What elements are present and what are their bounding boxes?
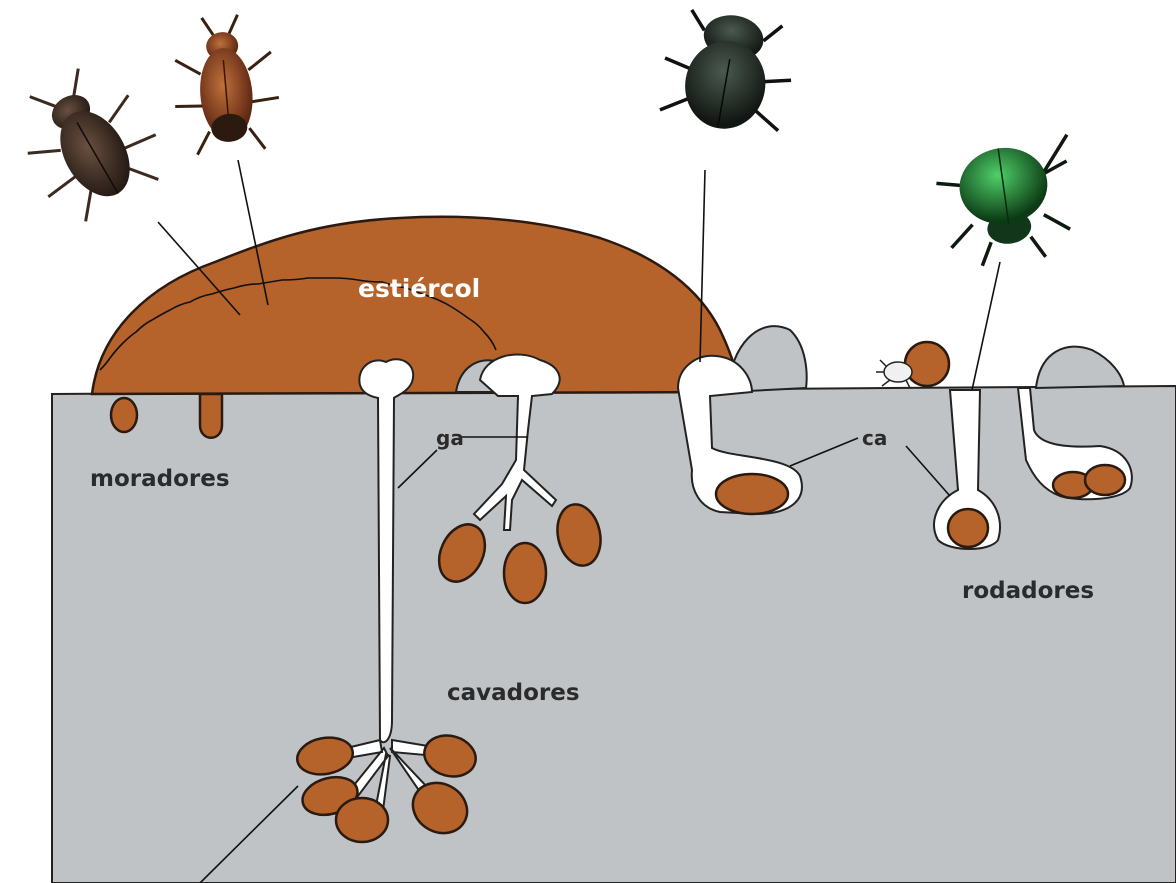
shallow-brood-ball-2 bbox=[504, 543, 546, 603]
soil-layer bbox=[52, 386, 1176, 883]
rolling-beetle-icon bbox=[876, 360, 912, 388]
reddish-brown-beetle-icon bbox=[168, 12, 283, 157]
label-dwellers: moradores bbox=[90, 466, 230, 492]
label-dung: estiércol bbox=[358, 274, 480, 303]
label-tunnelers: cavadores bbox=[447, 680, 580, 706]
label-chamber: ca bbox=[862, 426, 887, 450]
dweller-brood-1 bbox=[111, 398, 137, 432]
roller-brood-ball-2b bbox=[1085, 465, 1125, 495]
label-gallery: ga bbox=[436, 426, 464, 450]
green-beetle-icon bbox=[932, 135, 1083, 271]
black-beetle-icon bbox=[655, 5, 801, 139]
soil-mound-2 bbox=[1036, 347, 1124, 388]
dung-pile bbox=[92, 217, 740, 394]
leader-beetle-4 bbox=[972, 262, 1000, 390]
dark-brown-beetle-icon bbox=[0, 52, 175, 232]
rolled-dung-ball bbox=[905, 342, 949, 386]
label-rollers: rodadores bbox=[962, 578, 1094, 604]
roller-brood-ball-1 bbox=[948, 509, 988, 547]
deep-brood-ball-5 bbox=[336, 798, 388, 842]
dung-side-brood-ball bbox=[716, 474, 788, 514]
dweller-brood-2 bbox=[200, 394, 222, 438]
